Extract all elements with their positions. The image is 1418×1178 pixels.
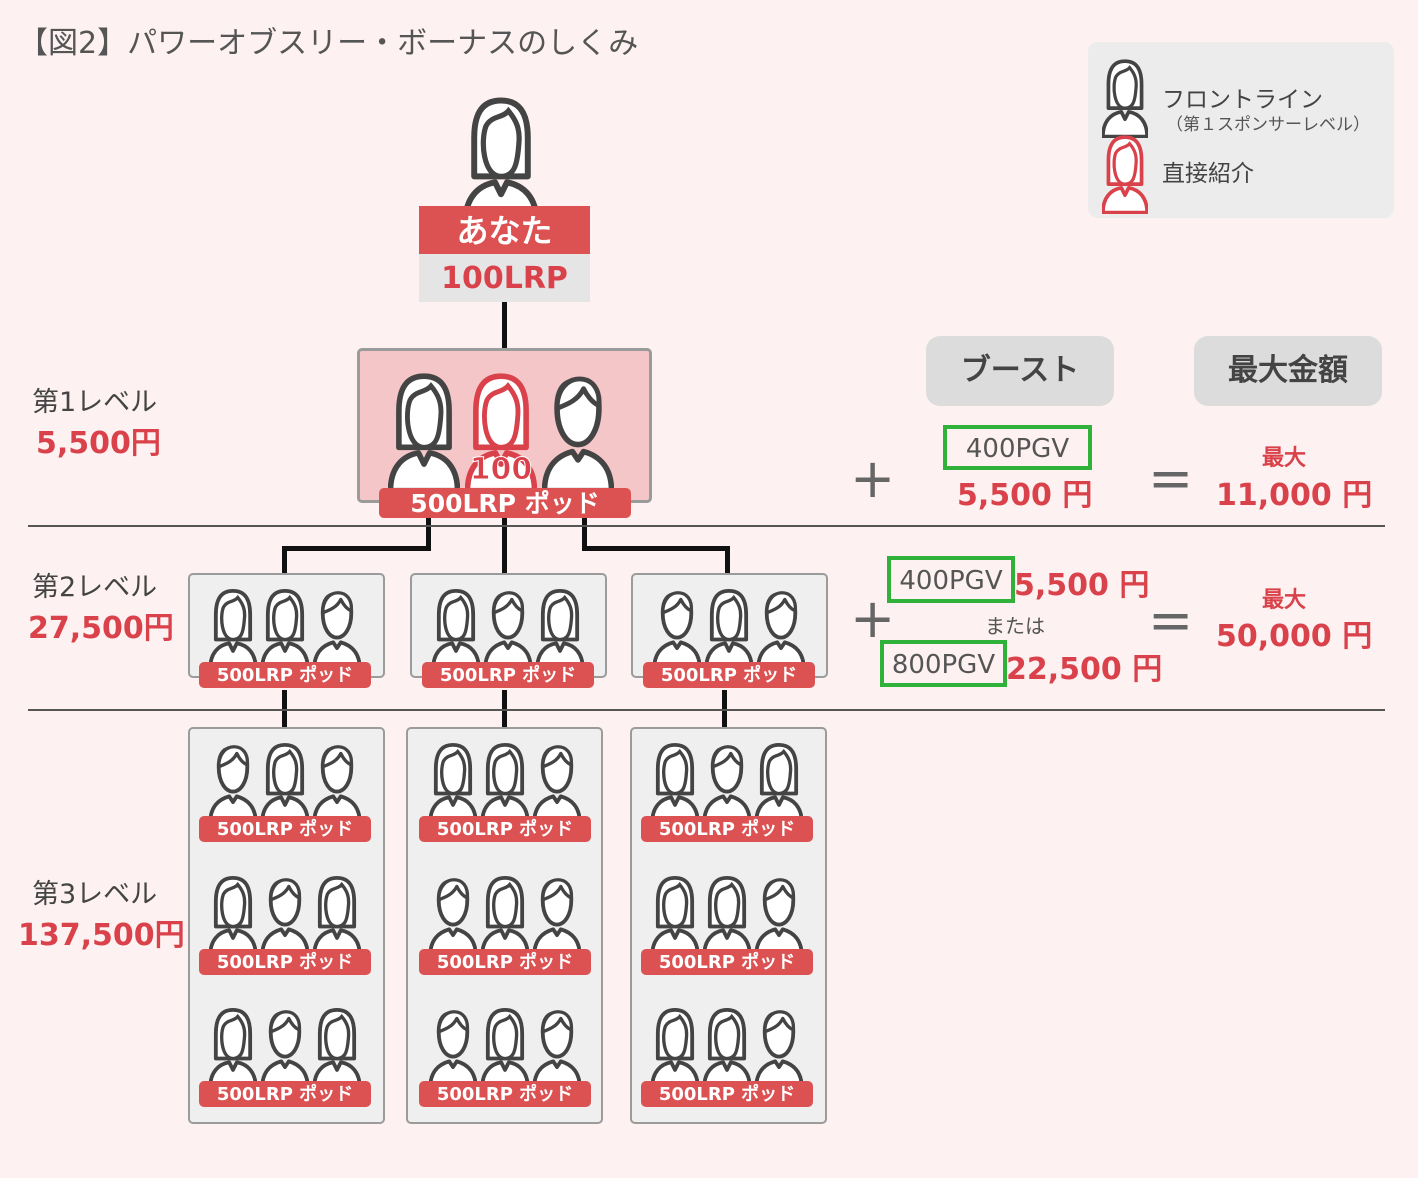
man-person-icon	[261, 1007, 309, 1089]
level2-max-label: 最大	[1262, 588, 1307, 613]
level1-max-yen: 11,000 円	[1216, 478, 1373, 513]
level2-max-yen: 50,000 円	[1216, 619, 1373, 654]
connector-line	[282, 546, 431, 551]
woman-person-icon	[703, 1007, 751, 1089]
level2-boost-yen-b: 22,500 円	[1006, 652, 1163, 687]
man-person-icon	[703, 742, 751, 824]
level2-name: 第2レベル	[32, 572, 158, 603]
man-person-icon	[484, 588, 532, 670]
pod-label: 500LRP ポッド	[199, 949, 371, 975]
pod-label: 500LRP ポッド	[422, 662, 594, 688]
man-person-icon	[209, 742, 257, 824]
man-person-icon	[755, 1007, 803, 1089]
level1-amount: 5,500円	[36, 426, 161, 461]
connector-line	[502, 302, 507, 350]
woman-person-icon	[651, 742, 699, 824]
you-lrp: 100LRP	[419, 254, 590, 302]
pod-label: 500LRP ポッド	[641, 816, 813, 842]
level1-boost-yen: 5,500 円	[957, 478, 1093, 513]
level-separator	[28, 525, 1385, 527]
diagram-title: 【図2】パワーオブスリー・ボーナスのしくみ	[18, 26, 639, 61]
woman-person-icon	[209, 1007, 257, 1089]
woman-person-icon	[481, 742, 529, 824]
man-person-icon	[313, 742, 361, 824]
woman-person-icon	[261, 588, 309, 670]
pod-label: 500LRP ポッド	[199, 816, 371, 842]
woman-person-icon	[703, 875, 751, 957]
pod-label: 500LRP ポッド	[199, 1081, 371, 1107]
woman-person-icon	[209, 875, 257, 957]
pod-label: 500LRP ポッド	[199, 662, 371, 688]
lrp-100-badge: 100	[469, 452, 533, 488]
connector-line	[426, 516, 431, 550]
woman-person-icon	[651, 875, 699, 957]
equals-sign: =	[1148, 589, 1194, 652]
connector-line	[725, 546, 730, 575]
direct-referral-person-icon	[1102, 134, 1148, 214]
pod-label: 500LRP ポッド	[419, 949, 591, 975]
pod-label: 500LRP ポッド	[419, 816, 591, 842]
man-person-icon	[653, 588, 701, 670]
legend-frontline-sub: （第１スポンサーレベル）	[1166, 115, 1370, 135]
woman-person-icon	[651, 1007, 699, 1089]
woman-person-icon	[209, 588, 257, 670]
equals-sign: =	[1148, 447, 1194, 510]
connector-line	[582, 516, 587, 550]
woman-person-icon	[481, 875, 529, 957]
plus-sign: +	[850, 447, 896, 510]
connector-line	[502, 503, 507, 575]
pod-label: 500LRP ポッド	[641, 1081, 813, 1107]
man-person-icon	[261, 875, 309, 957]
woman-person-icon	[432, 588, 480, 670]
woman-person-icon	[481, 1007, 529, 1089]
level2-pgv-box-a: 400PGV	[887, 556, 1015, 603]
level3-name: 第3レベル	[32, 879, 158, 910]
connector-line	[282, 546, 287, 575]
legend-panel: フロントライン （第１スポンサーレベル） 直接紹介	[1088, 42, 1394, 218]
man-person-icon	[757, 588, 805, 670]
level2-boost-yen-a: 5,500 円	[1014, 568, 1150, 603]
man-person-icon	[533, 1007, 581, 1089]
man-person-icon	[755, 875, 803, 957]
woman-person-icon	[313, 875, 361, 957]
frontline-man-icon	[542, 372, 614, 492]
woman-person-icon	[261, 742, 309, 824]
pod-label: 500LRP ポッド	[641, 949, 813, 975]
legend-frontline-label: フロントライン	[1162, 87, 1323, 113]
frontline-person-icon	[1102, 58, 1148, 138]
you-label: あなた	[419, 206, 590, 254]
man-person-icon	[429, 875, 477, 957]
woman-person-icon	[755, 742, 803, 824]
woman-person-icon	[313, 1007, 361, 1089]
pod-label: 500LRP ポッド	[643, 662, 815, 688]
level2-amount: 27,500円	[28, 611, 174, 646]
connector-line	[582, 546, 730, 551]
or-label: または	[985, 614, 1045, 638]
pod-label: 500LRP ポッド	[419, 1081, 591, 1107]
level1-max-label: 最大	[1262, 446, 1307, 471]
level1-name: 第1レベル	[32, 387, 158, 418]
man-person-icon	[429, 1007, 477, 1089]
woman-person-icon	[705, 588, 753, 670]
level2-pgv-box-b: 800PGV	[880, 640, 1007, 687]
pod-label: 500LRP ポッド	[379, 488, 631, 518]
frontline-woman-icon	[388, 372, 460, 492]
level-separator	[28, 709, 1385, 711]
boost-header: ブースト	[926, 336, 1114, 406]
max-amount-header: 最大金額	[1194, 336, 1382, 406]
man-person-icon	[313, 588, 361, 670]
man-person-icon	[533, 875, 581, 957]
woman-person-icon	[429, 742, 477, 824]
you-person-icon	[458, 96, 544, 224]
man-person-icon	[533, 742, 581, 824]
woman-person-icon	[536, 588, 584, 670]
level3-amount: 137,500円	[18, 918, 185, 953]
level1-pgv-box: 400PGV	[943, 425, 1092, 470]
legend-direct-label: 直接紹介	[1162, 161, 1254, 187]
